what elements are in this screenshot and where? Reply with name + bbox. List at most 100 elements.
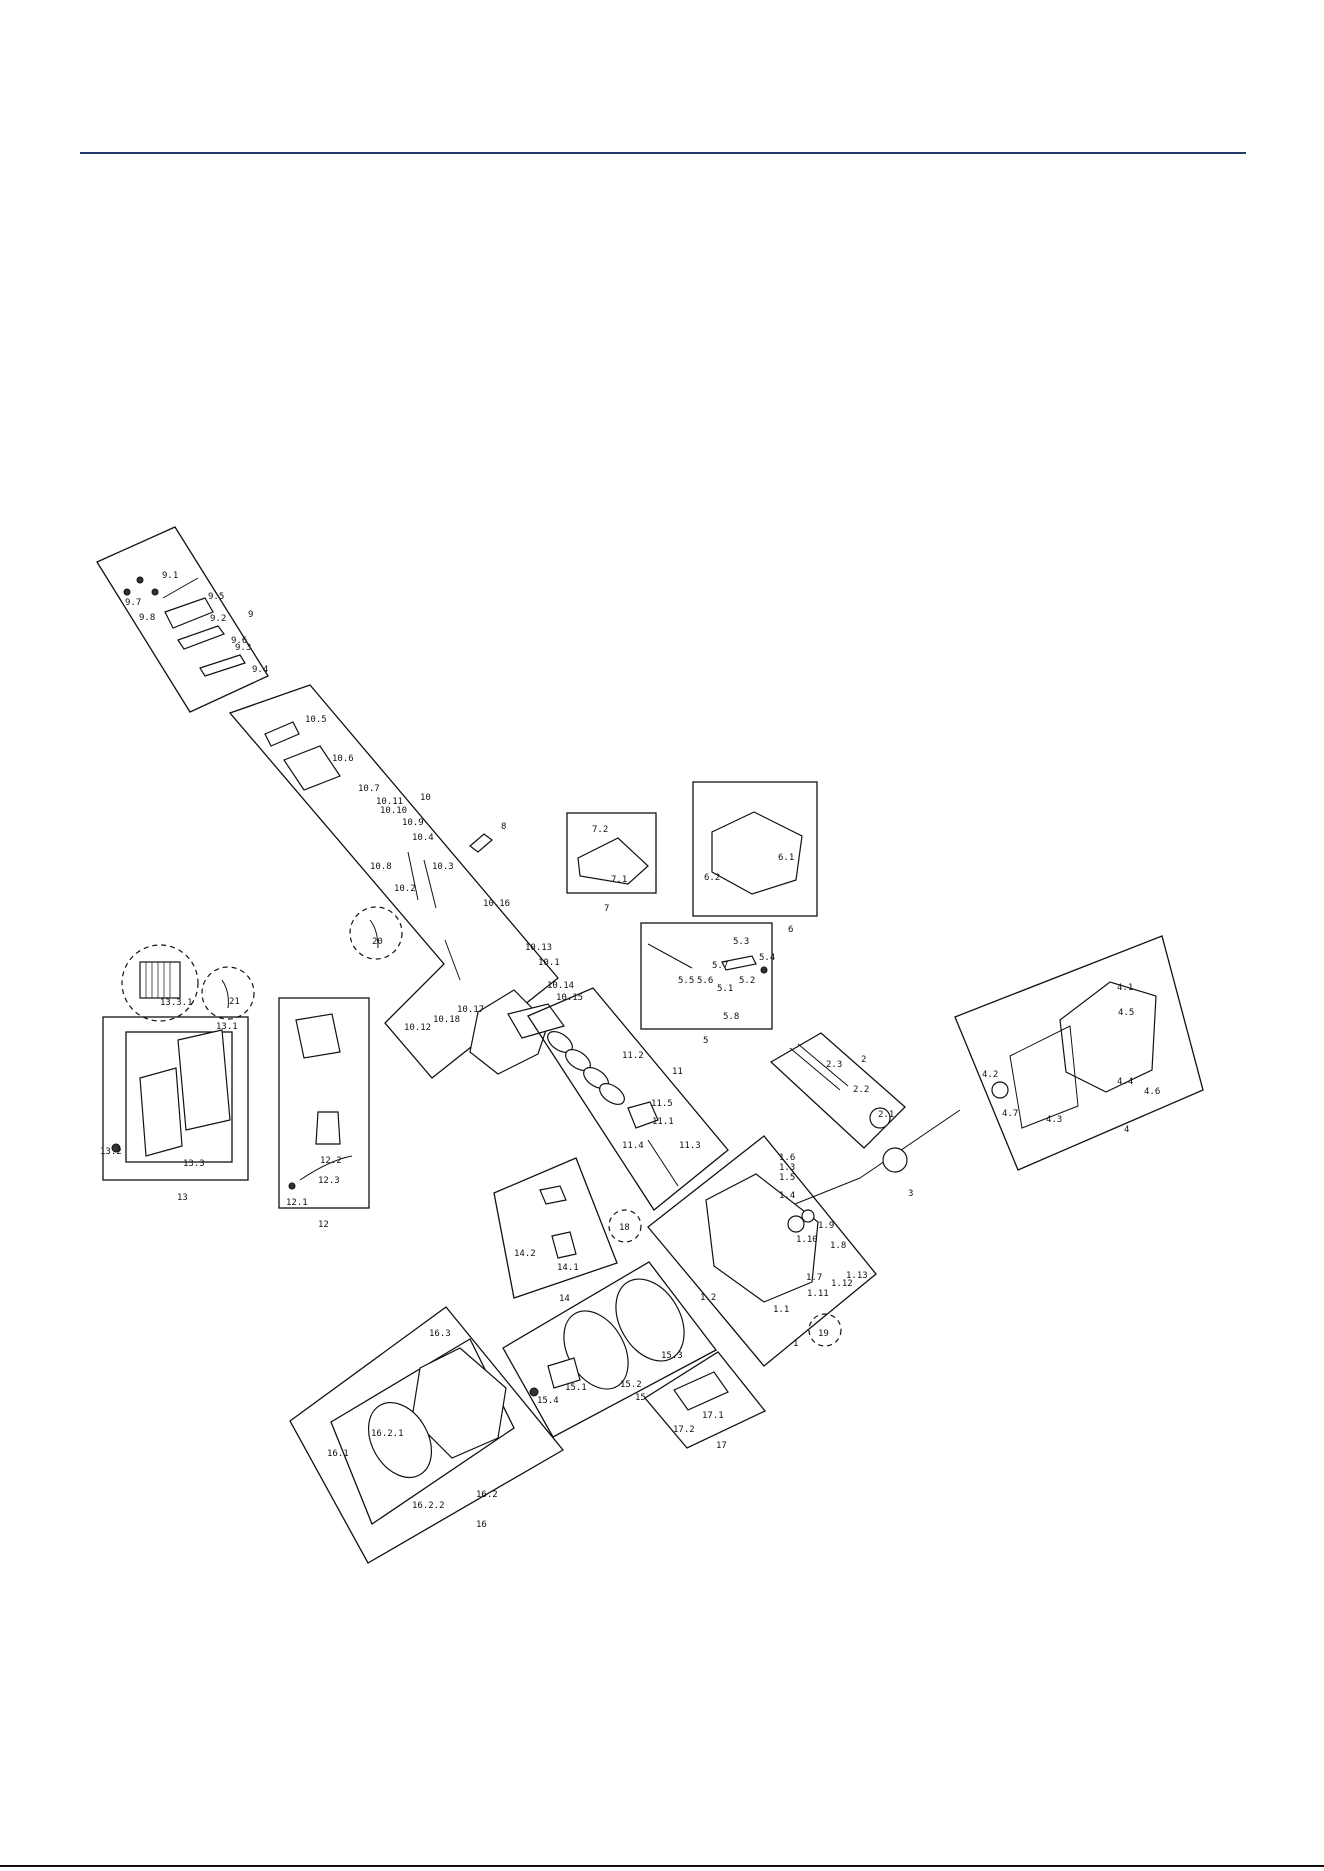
callout-10-11: 10.11 bbox=[376, 797, 403, 807]
header-rule bbox=[80, 152, 1246, 154]
callout-9-8: 9.8 bbox=[139, 613, 155, 623]
callout-1-1: 1.1 bbox=[773, 1305, 789, 1315]
callout-5-4: 5.4 bbox=[759, 953, 775, 963]
callout-5-1: 5.1 bbox=[717, 984, 733, 994]
callout-1-2: 1.2 bbox=[700, 1293, 716, 1303]
group-7 bbox=[566, 812, 657, 894]
callout-15-4: 15.4 bbox=[537, 1396, 559, 1406]
callout-6-2: 6.2 bbox=[704, 873, 720, 883]
callout-10-4: 10.4 bbox=[412, 833, 434, 843]
callout-1-3: 1.3 bbox=[779, 1163, 795, 1173]
callout-16-2-1: 16.2.1 bbox=[371, 1429, 404, 1439]
callout-10-7: 10.7 bbox=[358, 784, 380, 794]
callout-2-2: 2.2 bbox=[853, 1085, 869, 1095]
callout-11-2: 11.2 bbox=[622, 1051, 644, 1061]
callout-5-6: 5.6 bbox=[697, 976, 713, 986]
callout-14: 14 bbox=[559, 1294, 570, 1304]
callout-7-2: 7.2 bbox=[592, 825, 608, 835]
callout-circle-20 bbox=[349, 906, 403, 960]
group-6 bbox=[692, 781, 818, 917]
callout-9-2: 9.2 bbox=[210, 614, 226, 624]
group-5 bbox=[640, 922, 773, 1030]
callout-10-2: 10.2 bbox=[394, 884, 416, 894]
callout-13-2: 13.2 bbox=[100, 1147, 122, 1157]
callout-2: 2 bbox=[861, 1055, 866, 1065]
callout-4-1: 4.1 bbox=[1117, 983, 1133, 993]
callout-9: 9 bbox=[248, 610, 253, 620]
callout-6-1: 6.1 bbox=[778, 853, 794, 863]
callout-8: 8 bbox=[501, 822, 506, 832]
callout-13: 13 bbox=[177, 1193, 188, 1203]
callout-7: 7 bbox=[604, 904, 609, 914]
callout-4-7: 4.7 bbox=[1002, 1109, 1018, 1119]
callout-1-10: 1.10 bbox=[796, 1235, 818, 1245]
callout-5-5: 5.5 bbox=[678, 976, 694, 986]
callout-2-1: 2.1 bbox=[878, 1110, 894, 1120]
callout-10-15: 10.15 bbox=[556, 993, 583, 1003]
callout-10-8: 10.8 bbox=[370, 862, 392, 872]
callout-15-2: 15.2 bbox=[620, 1380, 642, 1390]
callout-12-2: 12.2 bbox=[320, 1156, 342, 1166]
callout-circle-18 bbox=[608, 1209, 642, 1243]
callout-12: 12 bbox=[318, 1220, 329, 1230]
callout-4: 4 bbox=[1124, 1125, 1129, 1135]
group-14 bbox=[493, 1157, 618, 1299]
callout-15-1: 15.1 bbox=[565, 1383, 587, 1393]
callout-4-3: 4.3 bbox=[1046, 1115, 1062, 1125]
callout-10-12: 10.12 bbox=[404, 1023, 431, 1033]
callout-16-2-2: 16.2.2 bbox=[412, 1501, 445, 1511]
callout-1-13: 1.13 bbox=[846, 1271, 868, 1281]
part-8 bbox=[469, 833, 493, 853]
callout-10-6: 10.6 bbox=[332, 754, 354, 764]
callout-1-5: 1.5 bbox=[779, 1173, 795, 1183]
callout-4-5: 4.5 bbox=[1118, 1008, 1134, 1018]
callout-7-1: 7.1 bbox=[611, 875, 627, 885]
group-1 bbox=[647, 1135, 877, 1367]
callout-14-1: 14.1 bbox=[557, 1263, 579, 1273]
callout-16: 16 bbox=[476, 1520, 487, 1530]
callout-1-11: 1.11 bbox=[807, 1289, 829, 1299]
callout-13-3-1: 13.3.1 bbox=[160, 998, 193, 1008]
callout-1-6: 1.6 bbox=[779, 1153, 795, 1163]
callout-16-2: 16.2 bbox=[476, 1490, 498, 1500]
footer-rule bbox=[0, 1865, 1324, 1867]
callout-9-7: 9.7 bbox=[125, 598, 141, 608]
callout-circle-19 bbox=[808, 1313, 842, 1347]
callout-15-3: 15.3 bbox=[661, 1351, 683, 1361]
callout-15: 15 bbox=[635, 1393, 646, 1403]
group-16 bbox=[289, 1306, 564, 1564]
callout-labels: 1 1.1 1.2 1.3 1.4 1.5 1.6 1.7 1.8 1.9 1.… bbox=[100, 571, 1160, 1530]
group-4 bbox=[954, 935, 1204, 1171]
callout-11-3: 11.3 bbox=[679, 1141, 701, 1151]
callout-1-8: 1.8 bbox=[830, 1241, 846, 1251]
callout-16-3: 16.3 bbox=[429, 1329, 451, 1339]
callout-4-4: 4.4 bbox=[1117, 1077, 1133, 1087]
callout-9-3: 9.3 bbox=[235, 643, 251, 653]
group-15 bbox=[502, 1261, 717, 1438]
callout-10-18: 10.18 bbox=[433, 1015, 460, 1025]
callout-17-1: 17.1 bbox=[702, 1411, 724, 1421]
callout-4-6: 4.6 bbox=[1144, 1087, 1160, 1097]
callout-10-5: 10.5 bbox=[305, 715, 327, 725]
callout-10-14: 10.14 bbox=[547, 981, 574, 991]
callout-5-2: 5.2 bbox=[739, 976, 755, 986]
callout-10-10: 10.10 bbox=[380, 806, 407, 816]
callout-12-3: 12.3 bbox=[318, 1176, 340, 1186]
callout-10-1: 10.1 bbox=[538, 958, 560, 968]
callout-circle-13-3-1 bbox=[121, 944, 199, 1022]
callout-1-9: 1.9 bbox=[818, 1221, 834, 1231]
callout-2-3: 2.3 bbox=[826, 1060, 842, 1070]
callout-10-9: 10.9 bbox=[402, 818, 424, 828]
callout-6: 6 bbox=[788, 925, 793, 935]
callout-9-6: 9.6 bbox=[231, 636, 247, 646]
callout-5-3: 5.3 bbox=[733, 937, 749, 947]
callout-9-4: 9.4 bbox=[252, 665, 268, 675]
callout-10-3: 10.3 bbox=[432, 862, 454, 872]
callout-18: 18 bbox=[619, 1223, 630, 1233]
group-2 bbox=[769, 1032, 906, 1149]
group-9 bbox=[96, 526, 269, 713]
group-11 bbox=[527, 987, 729, 1211]
callout-1-7: 1.7 bbox=[806, 1273, 822, 1283]
callout-10: 10 bbox=[420, 793, 431, 803]
